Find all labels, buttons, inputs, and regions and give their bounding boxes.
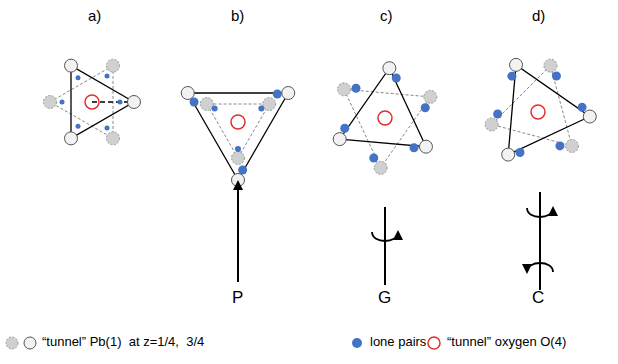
pb-atom-lower [424, 90, 437, 103]
pb-atom-lower [338, 83, 351, 96]
lone-pair [105, 125, 110, 130]
legend-grey-circle [6, 337, 18, 349]
rotation-arrow [527, 208, 553, 217]
lone-pair [410, 143, 419, 152]
legend-white-circle [24, 337, 36, 349]
rotation-arrow [372, 232, 398, 241]
rotation-axis [539, 192, 541, 290]
pb-atom-lower [200, 98, 213, 111]
pb-atom-lower [107, 59, 120, 72]
panel-label: a) [88, 8, 101, 25]
tunnel-oxygen [378, 111, 392, 125]
pb-atom-upper [510, 58, 523, 71]
pb-atom-lower [263, 98, 276, 111]
tunnel-oxygen [531, 105, 545, 119]
lone-pair [190, 98, 199, 107]
lone-pair [552, 72, 561, 81]
lone-pair [258, 106, 264, 112]
lone-pair [493, 110, 502, 119]
polar-arrow [237, 182, 239, 282]
dashed-triangle [207, 104, 269, 158]
panel-label: b) [231, 8, 244, 25]
pb-atom-upper [282, 87, 295, 100]
legend-swatch [352, 338, 362, 348]
pb-atom-upper [128, 96, 141, 109]
solid-triangle [508, 65, 590, 155]
pb-atom-upper [583, 110, 596, 123]
tunnel-oxygen [231, 115, 245, 129]
pb-atom-lower [44, 96, 57, 109]
lone-pair [392, 74, 401, 83]
panel-label: c) [380, 8, 393, 25]
lone-pair [76, 75, 81, 80]
pb-atom-lower [232, 152, 245, 165]
pb-atom-upper [419, 140, 432, 153]
lone-pair [421, 103, 430, 112]
solid-triangle [340, 68, 426, 147]
pb-atom-lower [485, 118, 498, 131]
panel-label: d) [532, 8, 545, 25]
legend-text: lone pairs [370, 335, 426, 349]
lone-pair [340, 124, 349, 133]
symmetry-letter: P [232, 289, 243, 308]
lone-pair [369, 153, 378, 162]
symmetry-letter: C [532, 289, 544, 308]
lone-pair [60, 100, 65, 105]
lone-pair [578, 103, 587, 112]
pb-atom-lower [374, 161, 387, 174]
lone-pair [555, 141, 564, 150]
pb-atom-upper [333, 133, 346, 146]
pb-atom-upper [502, 148, 515, 161]
lone-pair [118, 100, 123, 105]
lone-pair [235, 146, 241, 152]
lone-pair [515, 148, 524, 157]
lone-pair [351, 84, 360, 93]
lone-pair [212, 106, 218, 112]
pb-atom-upper [181, 87, 194, 100]
legend-oxygen-circle [428, 337, 440, 349]
pb-atom-upper [383, 62, 396, 75]
pb-atom-lower [544, 59, 557, 72]
pb-atom-lower [565, 139, 578, 152]
lone-pair [76, 124, 81, 129]
legend-text: “tunnel” Pb(1) at z=1/4, 3/4 [42, 335, 204, 349]
tunnel-oxygen [85, 95, 99, 109]
pb-atom-lower [107, 132, 120, 145]
rotation-arrow [527, 263, 553, 272]
solid-triangle [188, 93, 288, 180]
screw-axis [384, 207, 386, 285]
dashed-triangle [492, 66, 572, 146]
lone-pair [507, 72, 516, 81]
pb-atom-upper [65, 132, 78, 145]
lone-pair [238, 166, 247, 175]
legend-text: “tunnel” oxygen O(4) [447, 335, 566, 349]
lone-pair [273, 89, 282, 98]
lone-pair [105, 74, 110, 79]
solid-triangle [71, 66, 134, 139]
pb-atom-upper [65, 59, 78, 72]
symmetry-letter: G [378, 289, 391, 308]
